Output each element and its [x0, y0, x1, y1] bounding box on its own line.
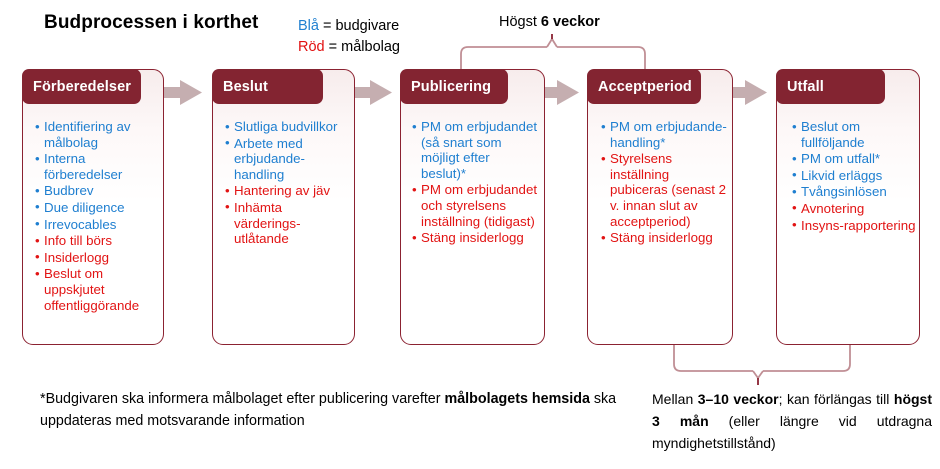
top-bracket-label-plain: Högst [499, 14, 541, 30]
caption-bold2: högst 3 mån [652, 391, 933, 429]
list-item: Irrevocables [35, 216, 157, 233]
flow-arrow-4 [712, 79, 769, 106]
caption-part3: (eller längre vid utdragna myndighetstil… [652, 413, 932, 451]
bottom-bracket [668, 340, 858, 388]
stage-items-3: PM om erbjudandet (så snart som möjligt … [412, 118, 538, 247]
footnote-publicering: *Budgivaren ska informera målbolaget eft… [40, 388, 630, 432]
footnote-part2: ska uppdateras med motsvarande informati… [40, 391, 617, 429]
list-item: Arbete med erbjudande-handling [225, 135, 349, 183]
list-item: Insiderlogg [35, 249, 157, 266]
stage-header-label-2: Beslut [223, 78, 268, 95]
stage-items-1: Identifiering av målbolagInterna förbere… [35, 118, 157, 314]
stage-header-label-1: Förberedelser [33, 78, 132, 95]
footnote-part1: *Budgivaren ska informera målbolaget eft… [40, 391, 445, 407]
list-item: Insyns-rapportering [792, 217, 916, 234]
list-item: Inhämta värderings-utlåtande [225, 199, 349, 247]
legend-row-red: Röd = målbolag [298, 37, 400, 58]
legend-blue-term: Blå [298, 18, 319, 34]
list-item: Stäng insiderlogg [601, 230, 727, 246]
stage-header-label-4: Acceptperiod [598, 78, 692, 95]
stage-header-1: Förberedelser [22, 69, 141, 104]
list-item: Beslut om fullföljande [792, 118, 916, 150]
list-item: Tvångsinlösen [792, 184, 916, 200]
footnote-bold1: målbolagets hemsida [444, 391, 590, 407]
top-bracket-label: Högst 6 veckor [499, 14, 600, 30]
legend-row-blue: Blå = budgivare [298, 16, 400, 37]
list-item: PM om erbjudandet (så snart som möjligt … [412, 118, 538, 181]
flow-arrow-1 [147, 79, 204, 106]
list-item: PM om utfall* [792, 151, 916, 167]
legend-red-term: Röd [298, 39, 325, 55]
list-item: PM om erbjudande-handling* [601, 118, 727, 150]
stage-header-3: Publicering [400, 69, 508, 104]
list-item: Info till börs [35, 233, 157, 249]
flow-arrow-2 [337, 79, 394, 106]
stage-header-2: Beslut [212, 69, 323, 104]
caption-bold1: 3–10 veckor [697, 391, 779, 407]
list-item: Avnotering [792, 200, 916, 217]
stage-header-label-3: Publicering [411, 78, 492, 95]
flow-arrow-3 [524, 79, 581, 106]
legend: Blå = budgivare Röd = målbolag [298, 16, 400, 58]
stage-header-label-5: Utfall [787, 78, 824, 95]
caption-part2: ; kan förlängas till [778, 391, 894, 407]
legend-blue-text: = budgivare [318, 18, 400, 34]
page-title: Budprocessen i korthet [44, 12, 259, 33]
stage-items-4: PM om erbjudande-handling*Styrelsens ins… [601, 118, 727, 247]
top-bracket-label-bold: 6 veckor [540, 14, 600, 30]
top-bracket [455, 34, 655, 80]
list-item: PM om erbjudandet och styrelsens inställ… [412, 182, 538, 229]
list-item: Hantering av jäv [225, 183, 349, 199]
list-item: Styrelsens inställning pubiceras (senast… [601, 151, 727, 229]
legend-red-text: = målbolag [324, 39, 400, 55]
stage-header-5: Utfall [776, 69, 885, 104]
list-item: Slutliga budvillkor [225, 119, 349, 135]
caption-part1: Mellan [652, 391, 698, 407]
stage-header-4: Acceptperiod [587, 69, 701, 104]
list-item: Identifiering av målbolag [35, 118, 157, 150]
list-item: Stäng insiderlogg [412, 230, 538, 246]
bottom-bracket-caption: Mellan 3–10 veckor; kan förlängas till h… [652, 388, 932, 454]
list-item: Beslut om uppskjutet offentliggörande [35, 266, 157, 313]
stage-items-2: Slutliga budvillkorArbete med erbjudande… [225, 119, 349, 248]
list-item: Due diligence [35, 199, 157, 216]
list-item: Likvid erläggs [792, 167, 916, 184]
list-item: Interna förberedelser [35, 151, 157, 182]
list-item: Budbrev [35, 183, 157, 199]
stage-items-5: Beslut om fullföljandePM om utfall*Likvi… [792, 118, 916, 234]
